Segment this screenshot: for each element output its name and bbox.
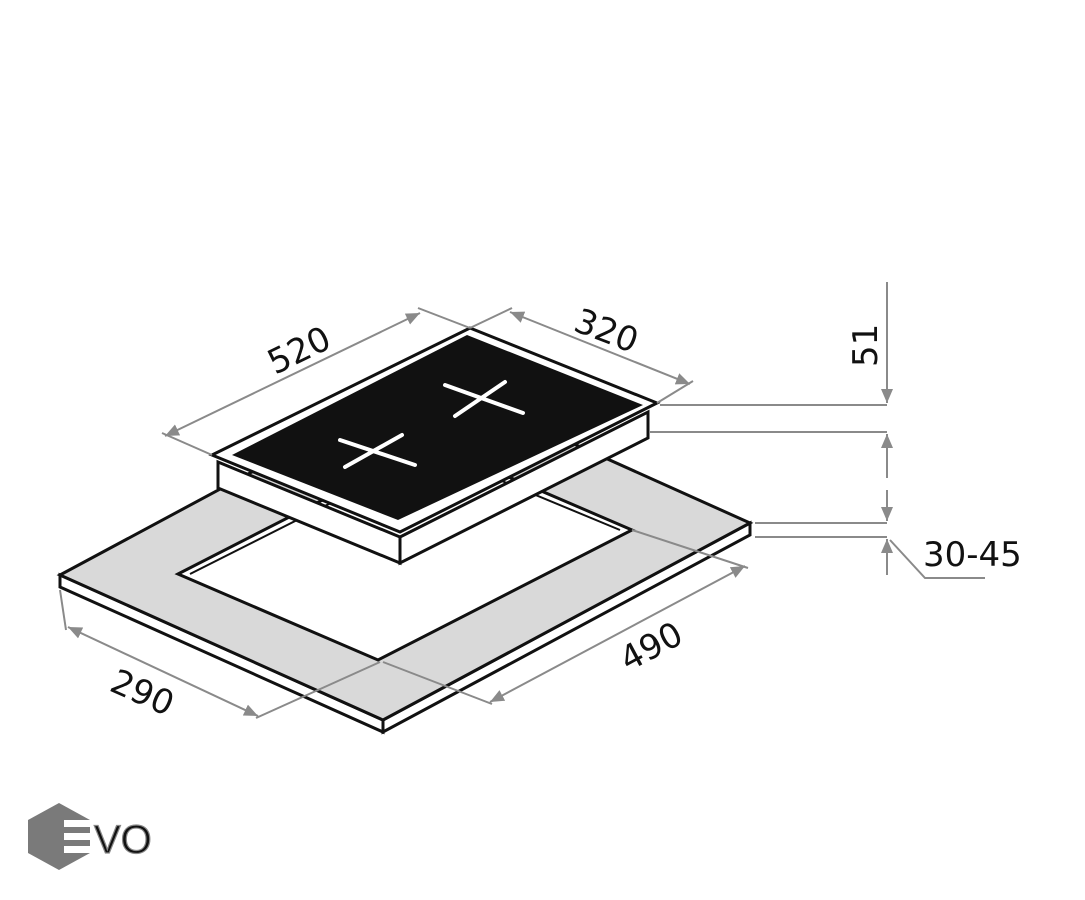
burner-right <box>443 380 525 418</box>
dimension-label-520: 520 <box>261 319 337 383</box>
dimension-label-51: 51 <box>846 324 886 367</box>
evo-logo: VO <box>28 803 152 870</box>
dimension-label-490: 490 <box>613 614 689 680</box>
dimension-lines <box>59 282 985 719</box>
dimension-label-320: 320 <box>569 301 644 362</box>
svg-text:VO: VO <box>94 818 152 862</box>
burner-left <box>338 433 417 469</box>
dimension-label-290: 290 <box>104 662 180 725</box>
dimension-label-30-45: 30-45 <box>923 535 1022 575</box>
